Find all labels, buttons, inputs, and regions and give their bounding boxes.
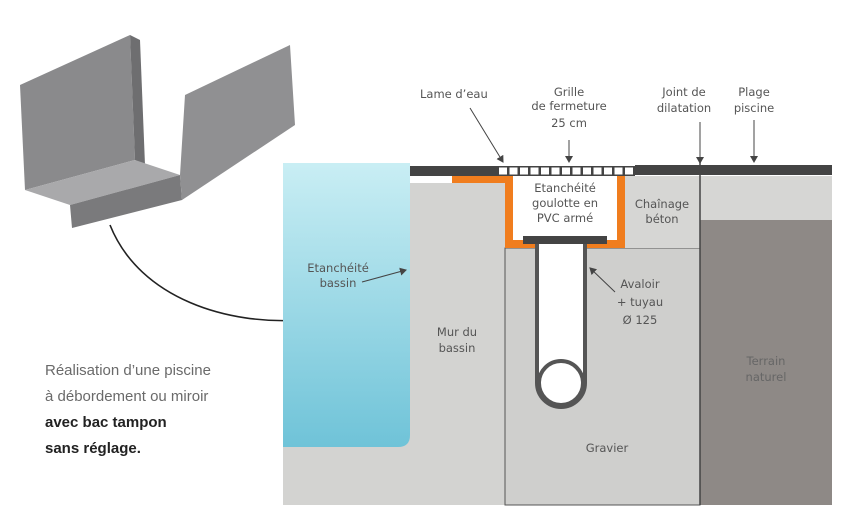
label-bassin-1: Etanchéité xyxy=(307,261,369,275)
label-grille-2: de fermeture xyxy=(531,99,606,113)
label-bassin-2: bassin xyxy=(320,276,357,290)
grille-slot xyxy=(625,167,633,175)
caption-line-3: avec bac tampon xyxy=(45,414,167,431)
pool-water xyxy=(283,163,410,447)
label-chainage-2: béton xyxy=(645,212,678,226)
label-lame-eau: Lame d’eau xyxy=(420,87,488,101)
label-chainage-1: Chaînage xyxy=(635,197,689,211)
grille xyxy=(497,166,635,176)
terrain-naturel xyxy=(700,220,832,505)
grille-slot xyxy=(583,167,591,175)
label-plage-2: piscine xyxy=(734,101,774,115)
grille-slot xyxy=(541,167,549,175)
gutter-inner xyxy=(513,176,617,240)
grille-slot xyxy=(562,167,570,175)
label-terrain-1: Terrain xyxy=(746,354,786,368)
label-joint-1: Joint de xyxy=(661,85,705,99)
grille-slot xyxy=(520,167,528,175)
label-avaloir-2: + tuyau xyxy=(617,295,663,309)
grille-slot xyxy=(604,167,612,175)
label-grille-1: Grille xyxy=(554,85,584,99)
coping-right xyxy=(635,165,832,175)
grille-slot xyxy=(530,167,539,175)
label-goulotte-1: Etanchéité xyxy=(534,181,596,195)
grille-slot xyxy=(509,167,518,175)
label-joint-2: dilatation xyxy=(657,101,711,115)
label-avaloir-1: Avaloir xyxy=(620,277,659,291)
grille-slot xyxy=(593,167,602,175)
label-avaloir-3: Ø 125 xyxy=(623,313,658,327)
label-plage-1: Plage xyxy=(738,85,770,99)
gravel xyxy=(504,247,701,506)
grille-slot xyxy=(614,167,623,175)
label-gravier: Gravier xyxy=(586,441,629,455)
drain-plate xyxy=(523,236,607,244)
label-grille-3: 25 cm xyxy=(551,116,587,130)
caption-line-1: Réalisation d’une piscine xyxy=(45,362,211,379)
caption-line-2: à débordement ou miroir xyxy=(45,388,209,405)
grille-slot xyxy=(572,167,581,175)
chainage-beton xyxy=(625,176,700,248)
label-mur-2: bassin xyxy=(439,341,476,355)
label-mur-1: Mur du xyxy=(437,325,477,339)
label-goulotte-2: goulotte en xyxy=(532,196,598,210)
upper-slab xyxy=(700,176,832,220)
coping-left xyxy=(410,166,497,176)
label-goulotte-3: PVC armé xyxy=(537,211,593,225)
grille-slot xyxy=(499,167,507,175)
pvc-waterproofing xyxy=(452,176,625,248)
metal-gutter-illustration xyxy=(20,35,295,228)
grille-slot xyxy=(551,167,560,175)
label-terrain-2: naturel xyxy=(746,370,787,384)
caption: Réalisation d’une piscine à débordement … xyxy=(45,358,211,462)
caption-line-4: sans réglage. xyxy=(45,440,141,457)
